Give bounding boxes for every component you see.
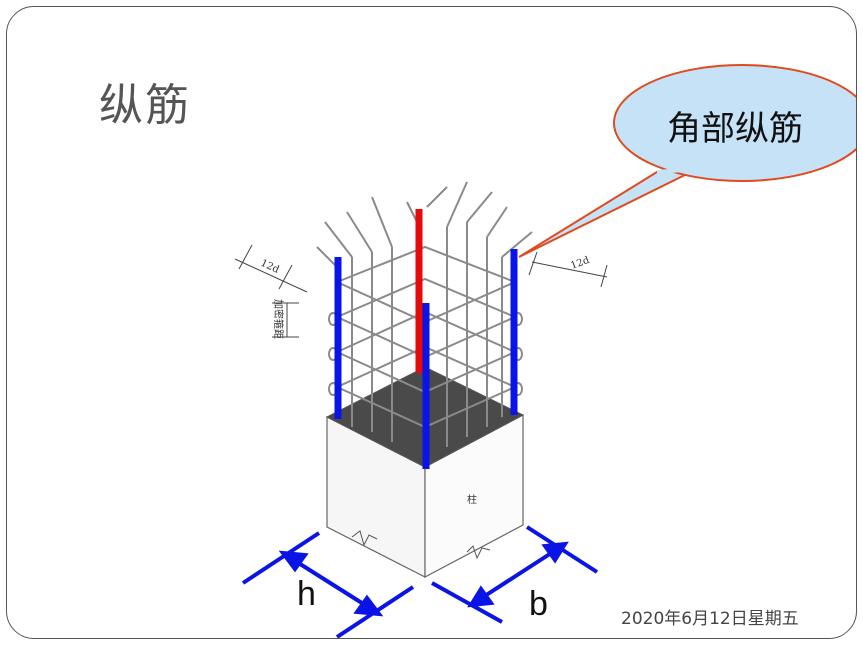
rebar-diagram: 柱 [234, 64, 856, 638]
label-12d-right: 12d [569, 255, 591, 272]
dimension-b [431, 525, 599, 624]
corner-bars [334, 249, 518, 469]
slide-title: 纵筋 [99, 80, 191, 131]
slide: 柱 [6, 6, 857, 639]
dimension-b-label: b [529, 585, 548, 623]
rebar-cage [316, 181, 533, 447]
dimension-h-label: h [297, 575, 316, 613]
column-label: 柱 [467, 493, 477, 506]
label-dense-zone: 加密箍距 [272, 299, 285, 339]
callout-text: 角部纵筋 [667, 109, 803, 149]
callout-bubble [518, 64, 856, 258]
slide-date: 2020年6月12日星期五 [621, 609, 799, 629]
dimension-12d-right [528, 251, 608, 288]
label-12d-left: 12d [259, 258, 282, 276]
dimension-h [241, 531, 415, 638]
dimension-12d-left [234, 244, 308, 338]
